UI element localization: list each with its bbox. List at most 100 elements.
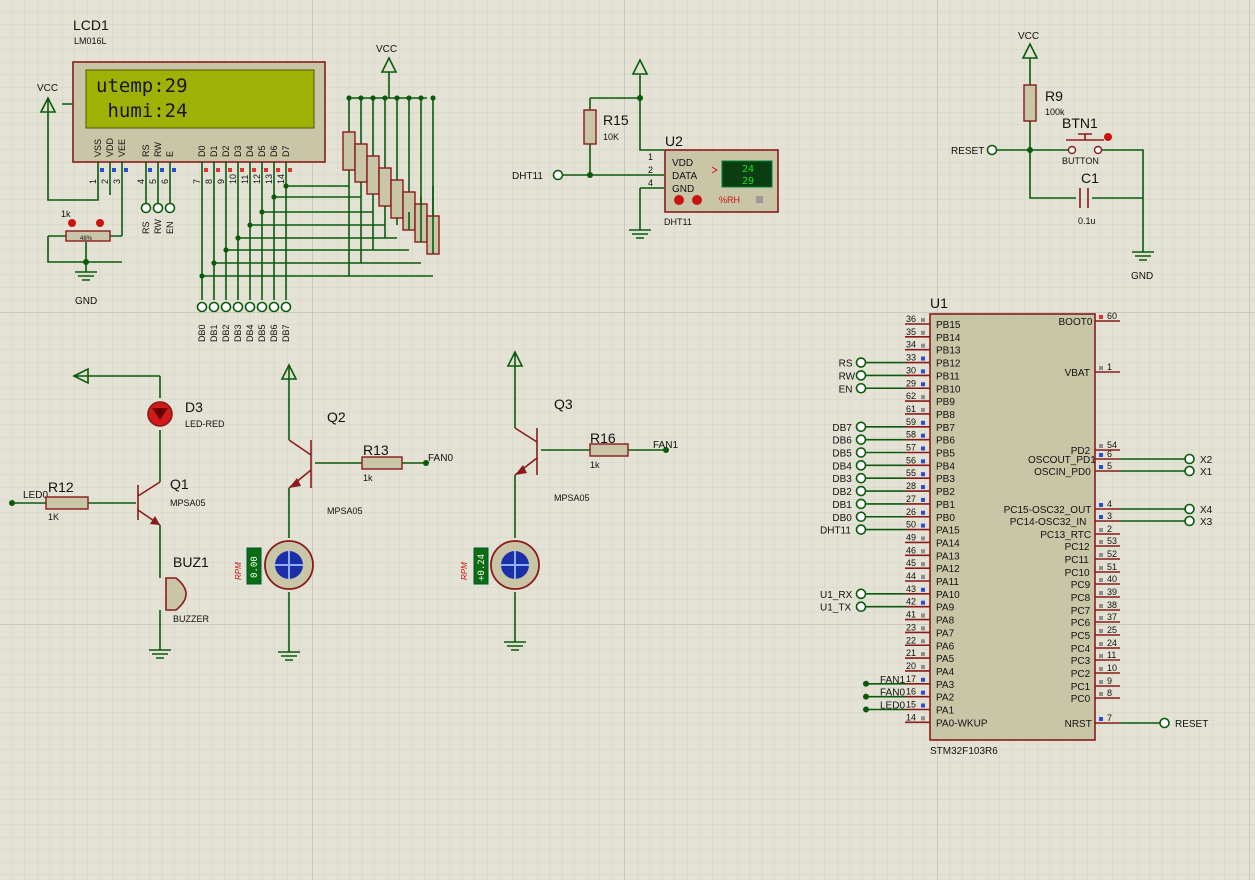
dht-pin-data: DATA	[672, 171, 698, 182]
dht-net-terminal[interactable]	[552, 169, 564, 181]
q1-ref: Q1	[170, 476, 189, 492]
lcd-data-label: DB3	[233, 324, 243, 342]
lcd-pin-name: D6	[269, 145, 279, 157]
mcu-net-terminal[interactable]	[855, 370, 867, 381]
pot-decrease-icon[interactable]	[68, 219, 76, 227]
mcu-net-terminal[interactable]	[855, 524, 867, 535]
mcu-pin-number: 59	[906, 417, 916, 427]
lcd-data-terminal[interactable]	[256, 301, 268, 313]
mcu-net-terminal[interactable]	[855, 447, 867, 458]
lcd-pin-number: 11	[240, 175, 250, 184]
mcu-net-terminal[interactable]	[855, 357, 867, 368]
mcu-net-label: RW	[839, 371, 856, 382]
vcc-arrow-icon	[506, 350, 524, 367]
mcu-net-terminal[interactable]	[1159, 717, 1170, 729]
mcu-pin-number: 45	[906, 558, 916, 568]
mcu-pin-name: PA6	[936, 641, 955, 652]
fan0-rpm-display	[246, 547, 262, 585]
dht-pin-vdd: VDD	[672, 158, 693, 169]
lcd-module[interactable]: LCD1 LM016L utemp:29 humi:24 VSS1VDD2VEE…	[72, 17, 326, 186]
lcd-pin-number: 6	[160, 179, 170, 184]
stm32-mcu[interactable]: U1 STM32F103R6 36PB1535PB1434PB1333PB12R…	[820, 295, 1213, 757]
lcd-data-terminal[interactable]	[244, 301, 256, 313]
mcu-net-terminal[interactable]	[855, 485, 867, 497]
mcu-pin-number: 2	[1107, 524, 1112, 534]
mcu-net-label: X4	[1200, 505, 1213, 516]
mcu-net-terminal[interactable]	[855, 382, 867, 394]
gnd-icon	[629, 229, 651, 239]
vcc-label-bus: VCC	[376, 44, 397, 55]
mcu-pin-name: PA9	[936, 603, 955, 614]
mcu-pin-name: PC3	[1071, 656, 1091, 667]
mcu-pin-name: PC6	[1071, 618, 1091, 629]
lcd-data-terminal[interactable]	[196, 301, 208, 313]
lcd-pin-name: D0	[197, 145, 207, 157]
mcu-net-terminal[interactable]	[1184, 503, 1195, 515]
mcu-pin-name: PB2	[936, 487, 955, 498]
r15-ref: R15	[603, 112, 629, 128]
lcd-ctrl-terminal[interactable]	[140, 202, 152, 214]
lcd-data-terminal[interactable]	[280, 301, 292, 313]
mcu-pin-number: 15	[906, 700, 916, 710]
mcu-net-terminal[interactable]	[1184, 453, 1195, 465]
dht-increase-icon[interactable]	[692, 195, 702, 205]
mcu-pin-name: PB8	[936, 410, 955, 421]
dht-display-bottom: 29	[742, 176, 754, 187]
reset-net-terminal[interactable]	[986, 144, 998, 156]
q2-ref: Q2	[327, 409, 346, 425]
mcu-pin-number: 30	[906, 365, 916, 375]
r15-value: 10K	[603, 132, 619, 142]
mcu-net-terminal[interactable]	[855, 421, 867, 433]
lcd-data-terminal[interactable]	[268, 301, 280, 313]
mcu-net-terminal[interactable]	[855, 511, 867, 523]
pot-value: 1k	[61, 209, 71, 219]
fan0-circuit[interactable]: Q2 MPSA05 R13 1k FAN0 0.00 RPM	[234, 363, 453, 661]
mcu-net-terminal[interactable]	[855, 460, 867, 471]
mcu-pin-number: 38	[1107, 600, 1117, 610]
dht-toggle-icon[interactable]	[756, 196, 763, 203]
q1-value: MPSA05	[170, 498, 206, 508]
lcd-data-terminal[interactable]	[220, 301, 232, 313]
mcu-pin-number: 26	[906, 507, 916, 517]
mcu-pin-number: 37	[1107, 612, 1117, 622]
dht-decrease-icon[interactable]	[674, 195, 684, 205]
mcu-net-terminal[interactable]	[1184, 515, 1195, 527]
mcu-pin-name: PC12	[1065, 542, 1090, 553]
led-buzzer-circuit[interactable]: LED0 R12 1K D3 LED-RED Q1 MPSA05 BUZ1 BU…	[9, 367, 225, 659]
mcu-pin-number: 54	[1107, 440, 1117, 450]
mcu-net-label: FAN1	[880, 675, 905, 686]
lcd-pins: VSS1VDD2VEE3RS4RW5E6D07D18D29D310D411D51…	[88, 137, 292, 186]
mcu-pin-number: 17	[906, 674, 916, 684]
fan1-circuit[interactable]: Q3 MPSA05 R16 1k FAN1 +0.24 RPM	[460, 350, 678, 651]
mcu-net-terminal[interactable]	[855, 601, 867, 613]
mcu-net-terminal[interactable]	[855, 472, 867, 484]
pot-increase-icon[interactable]	[96, 219, 104, 227]
lcd-data-terminal[interactable]	[208, 301, 220, 313]
capacitor-icon	[1079, 188, 1089, 208]
lcd-pin-number: 9	[216, 179, 226, 184]
mcu-net-label: DB1	[832, 500, 852, 511]
lcd-data-label: DB4	[245, 324, 255, 342]
lcd-data-terminal[interactable]	[232, 301, 244, 313]
gnd-label-reset: GND	[1131, 271, 1153, 282]
mcu-net-terminal[interactable]	[1184, 465, 1195, 477]
lcd-pin-name: D7	[281, 145, 291, 157]
mcu-pin-name: PB13	[936, 346, 961, 357]
mcu-net-label: X2	[1200, 455, 1213, 466]
mcu-net-terminal[interactable]	[855, 588, 867, 600]
mcu-pin-number: 36	[906, 314, 916, 324]
button-press-icon[interactable]	[1104, 133, 1112, 141]
dht11-sensor[interactable]: U2 DHT11 VDD DATA GND 1 2 4 24 29 %RH R1…	[512, 58, 779, 239]
button-icon[interactable]	[1066, 133, 1104, 141]
reset-circuit[interactable]: VCC R9 100k BTN1 BUTTON C1 0.1u GND RESE…	[951, 31, 1154, 282]
dht-net-label: DHT11	[512, 171, 543, 182]
r12-value: 1K	[48, 512, 59, 522]
lcd-pin-name: VEE	[117, 139, 127, 157]
mcu-net-terminal[interactable]	[855, 434, 867, 445]
mcu-net-terminal[interactable]	[855, 498, 867, 510]
dht-pin-num-4: 4	[648, 178, 653, 188]
lcd-ctrl-terminal[interactable]	[152, 202, 164, 214]
mcu-pin-name: PC0	[1071, 694, 1091, 705]
lcd-ctrl-terminal[interactable]	[164, 202, 176, 214]
